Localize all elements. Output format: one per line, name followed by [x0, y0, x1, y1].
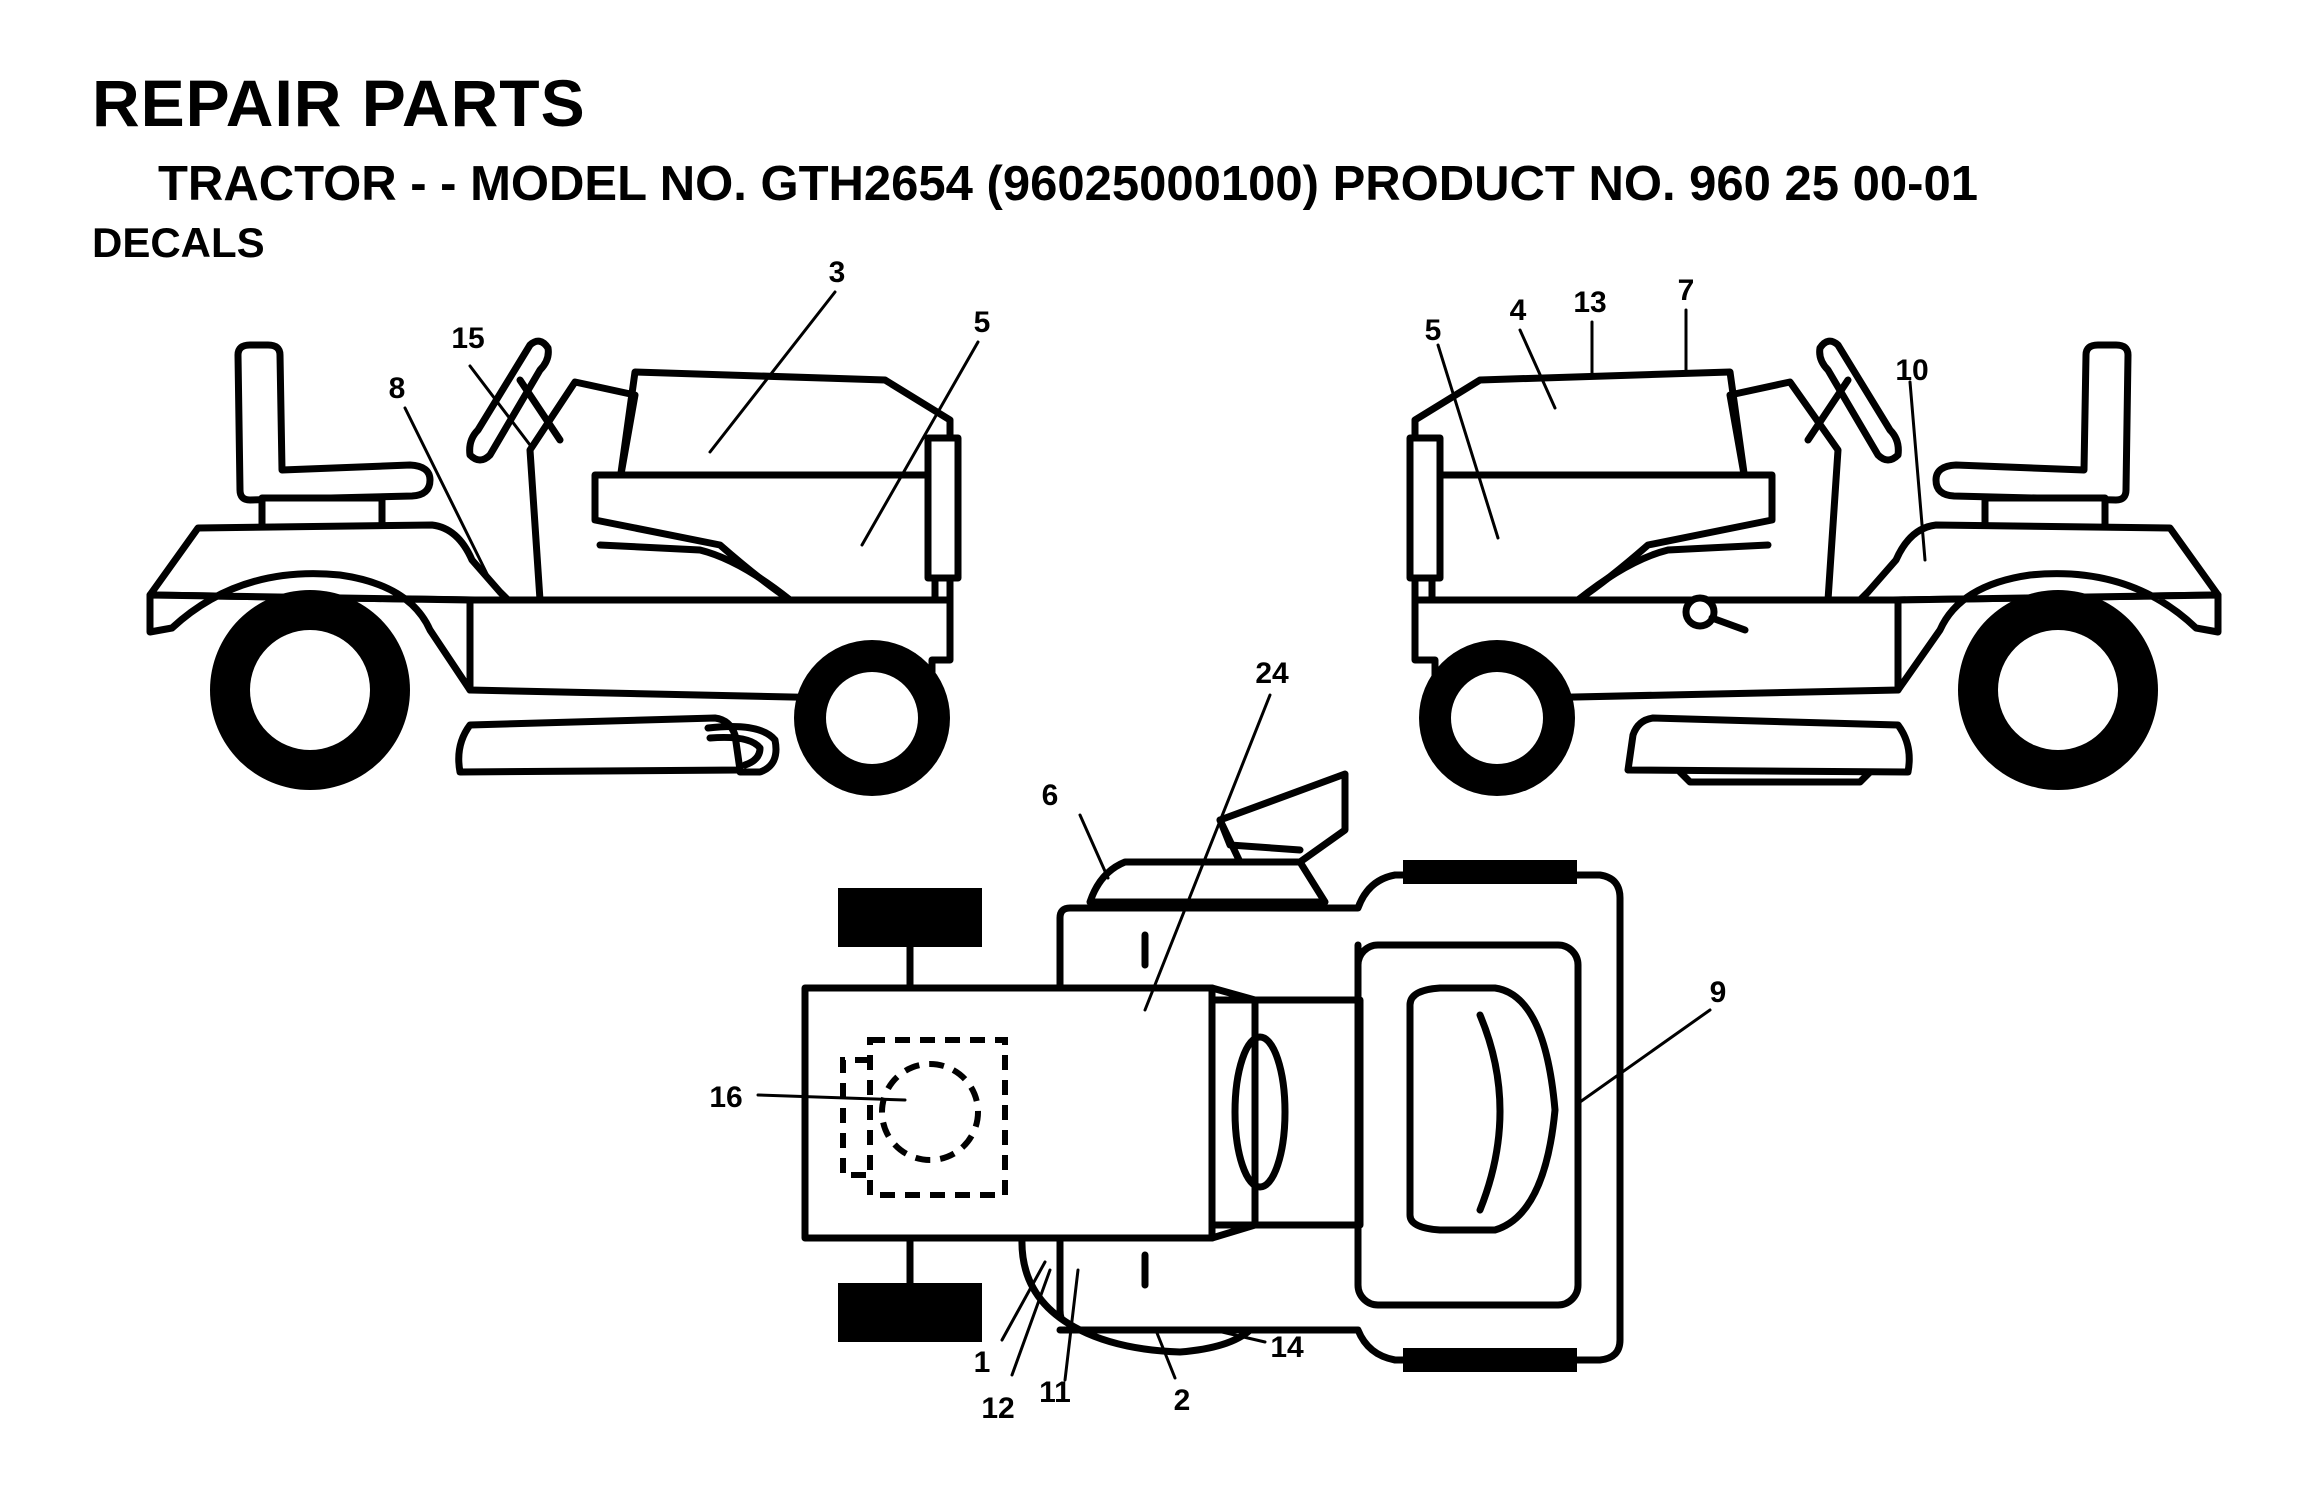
callout-1: 1 — [974, 1346, 991, 1379]
model-subtitle: TRACTOR - - MODEL NO. GTH2654 (960250001… — [158, 157, 1978, 211]
section-title: DECALS — [92, 219, 265, 266]
callout-numbers: 3 5 15 8 5 4 13 7 10 24 6 9 16 1 12 11 2… — [389, 256, 1929, 1425]
foot-platform — [1018, 1234, 1254, 1356]
callout-5-right: 5 — [1425, 314, 1442, 347]
front-right-tire — [838, 1283, 982, 1342]
callout-2: 2 — [1174, 1384, 1191, 1417]
callout-16: 16 — [709, 1081, 742, 1114]
callout-24: 24 — [1255, 657, 1289, 690]
mower-deck — [455, 714, 744, 776]
callout-6: 6 — [1042, 779, 1059, 812]
seat — [234, 341, 434, 504]
callout-13: 13 — [1573, 286, 1606, 319]
steering-wheel — [466, 337, 552, 464]
tractor-left-side-view — [146, 290, 980, 796]
seat-back — [1086, 858, 1329, 906]
front-left-tire — [838, 888, 982, 947]
tractor-top-view — [756, 693, 1712, 1382]
grille-left — [924, 434, 962, 582]
callout-3: 3 — [829, 256, 846, 289]
callout-8: 8 — [389, 372, 406, 405]
callout-10: 10 — [1895, 354, 1928, 387]
callout-9: 9 — [1710, 976, 1727, 1009]
callout-4: 4 — [1510, 294, 1527, 327]
seat-top — [1216, 770, 1349, 866]
callout-14: 14 — [1270, 1331, 1304, 1364]
callout-11: 11 — [1039, 1376, 1071, 1409]
seat-right — [1932, 341, 2132, 504]
callout-5-left: 5 — [974, 306, 991, 339]
mower-deck-right — [1624, 714, 1913, 776]
tractor-right-side-view — [1406, 308, 2222, 796]
callout-12: 12 — [981, 1392, 1014, 1425]
seat-cushion-top — [1406, 984, 1559, 1234]
page-title: REPAIR PARTS — [92, 66, 586, 140]
callout-7: 7 — [1678, 274, 1695, 307]
callout-15: 15 — [451, 322, 484, 355]
battery-outline — [867, 1037, 1008, 1198]
hood-top — [801, 984, 1216, 1242]
